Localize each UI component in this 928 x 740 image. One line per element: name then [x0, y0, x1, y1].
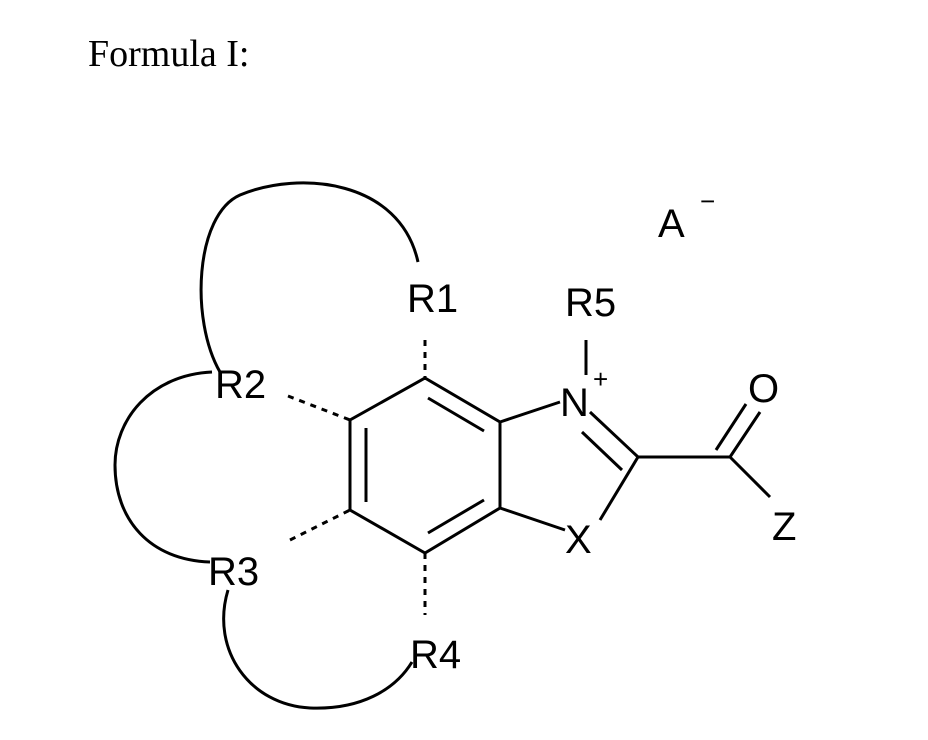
carbonyl-group [638, 404, 770, 497]
label-r3: R3 [208, 550, 259, 594]
label-o: O [748, 367, 779, 411]
label-r4: R4 [410, 633, 461, 677]
label-r1: R1 [407, 277, 458, 321]
label-anion: A [658, 202, 685, 246]
ring-arc-r2-r3 [115, 372, 212, 562]
label-x: X [565, 518, 592, 562]
ring-arc-r1-r2 [201, 183, 418, 372]
r3-bond [290, 510, 350, 540]
ring-arc-r3-r4 [224, 590, 412, 708]
label-z: Z [772, 505, 796, 549]
label-r5: R5 [565, 281, 616, 325]
label-r2: R2 [215, 363, 266, 407]
label-anion-charge: − [700, 186, 715, 216]
label-n: N [560, 381, 589, 425]
r2-bond [288, 396, 350, 420]
benzene-ring [350, 378, 500, 553]
label-n-charge: + [593, 364, 608, 394]
